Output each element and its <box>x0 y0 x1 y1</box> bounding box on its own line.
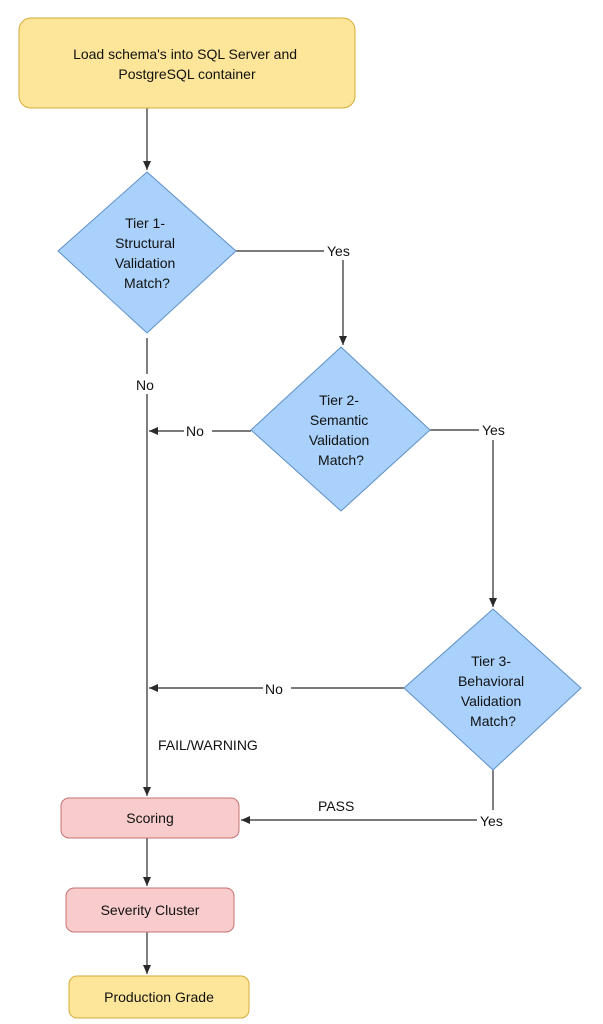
decision-tier1: Tier 1- Structural Validation Match? <box>57 171 237 334</box>
label-tier2-no: No <box>186 423 204 439</box>
decision-tier2: Tier 2- Semantic Validation Match? <box>250 346 431 512</box>
process-scoring: Scoring <box>60 797 240 839</box>
label-pass: PASS <box>318 798 354 814</box>
decision-tier2-label: Tier 2- Semantic Validation Match? <box>309 392 373 468</box>
edge-tier3-yes-to-scoring <box>241 770 494 824</box>
label-tier3-no: No <box>265 681 283 697</box>
start-node-label: Load schema's into SQL Server and Postgr… <box>73 46 301 82</box>
label-tier3-yes: Yes <box>480 813 503 829</box>
start-node-load-schemas: Load schema's into SQL Server and Postgr… <box>18 17 356 109</box>
process-severity-label: Severity Cluster <box>101 902 200 918</box>
decision-tier1-label: Tier 1- Structural Validation Match? <box>115 215 179 291</box>
decision-tier2-shape <box>250 346 431 512</box>
end-node-production-grade: Production Grade <box>68 975 250 1019</box>
process-scoring-shape <box>60 797 240 839</box>
label-tier1-yes: Yes <box>327 243 350 259</box>
decision-tier3-label: Tier 3- Behavioral Validation Match? <box>458 653 528 729</box>
end-node-shape <box>68 975 250 1019</box>
label-tier2-yes: Yes <box>482 422 505 438</box>
edge-labels: Yes No No Yes No FAIL/WARNING PASS Yes <box>134 240 511 830</box>
decision-tier3: Tier 3- Behavioral Validation Match? <box>403 608 582 771</box>
edge-tier1-yes-to-tier2 <box>236 250 347 345</box>
process-scoring-label: Scoring <box>126 810 173 826</box>
process-severity-shape <box>65 887 235 933</box>
start-node-shape <box>18 17 356 109</box>
decision-tier3-shape <box>403 608 582 771</box>
label-fail-warning: FAIL/WARNING <box>158 737 258 753</box>
process-severity-cluster: Severity Cluster <box>65 887 235 933</box>
label-tier1-no: No <box>136 377 154 393</box>
edge-tier2-yes-to-tier3 <box>430 429 497 607</box>
end-node-label: Production Grade <box>104 989 214 1005</box>
decision-tier1-shape <box>57 171 237 334</box>
